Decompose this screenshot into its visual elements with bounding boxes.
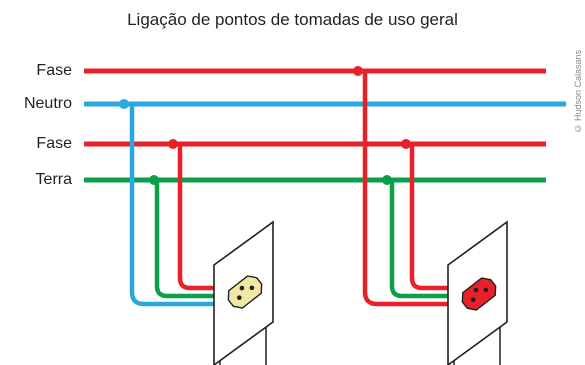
wire-label-fase-second: Fase	[36, 135, 72, 152]
right-fase-drop	[406, 141, 448, 291]
right-terra-junction	[382, 175, 392, 185]
left-outlet-box	[213, 220, 274, 365]
right-socket-hole-1	[471, 297, 476, 303]
left-socket	[227, 275, 263, 309]
left-socket-face	[227, 275, 263, 309]
right-terra-drop	[387, 177, 448, 299]
left-socket-hole-1	[237, 295, 242, 301]
left-terra-junction	[149, 175, 159, 185]
right-socket-hole-earth	[473, 287, 479, 293]
wire-label-neutro: Neutro	[23, 95, 72, 112]
right-socket-face	[461, 277, 497, 311]
diagram-title: Ligação de pontos de tomadas de uso gera…	[127, 10, 458, 29]
right-outlet-box	[447, 220, 508, 365]
right-fase-top-junction	[353, 66, 363, 76]
right-fase-top-drop	[358, 68, 448, 307]
wire-label-terra: Terra	[35, 171, 72, 188]
right-socket	[461, 277, 497, 311]
left-terra-drop	[154, 177, 214, 299]
left-fase-junction	[168, 139, 178, 149]
left-socket-hole-2	[249, 285, 255, 291]
left-neutro-drop	[124, 101, 214, 307]
left-socket-hole-earth	[239, 285, 245, 291]
right-fase-junction	[401, 139, 411, 149]
right-socket-hole-2	[483, 287, 489, 293]
wire-label-fase-top: Fase	[36, 62, 72, 79]
left-neutro-junction	[119, 99, 129, 109]
left-fase-drop	[173, 141, 214, 291]
